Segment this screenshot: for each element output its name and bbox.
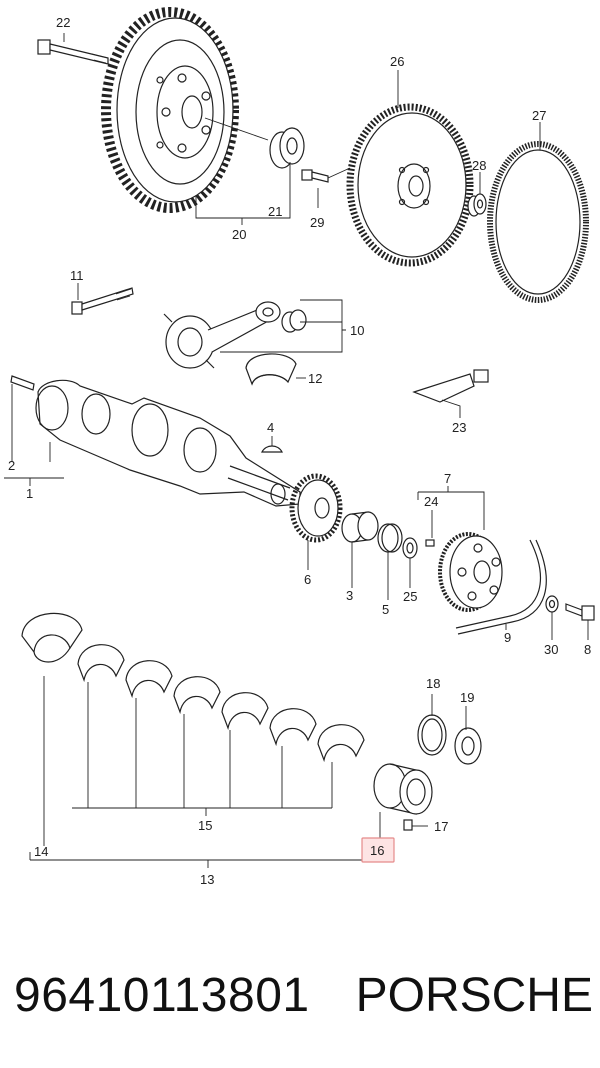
bearing-21-part [204, 117, 305, 169]
callout-15[interactable]: 15 [198, 818, 212, 833]
callout-12[interactable]: 12 [308, 371, 322, 386]
ring-5-part [377, 523, 403, 553]
callout-8[interactable]: 8 [584, 642, 591, 657]
callout-28[interactable]: 28 [472, 158, 486, 173]
sleeve-3-part [341, 511, 379, 543]
flywheel-20-part [101, 7, 239, 213]
callout-1[interactable]: 1 [26, 486, 33, 501]
callout-19[interactable]: 19 [460, 690, 474, 705]
callout-29[interactable]: 29 [310, 215, 324, 230]
ring-gear-27-part [487, 141, 589, 303]
callout-5[interactable]: 5 [382, 602, 389, 617]
bolt-8-part [565, 603, 595, 621]
callout-labels: 22 21 20 29 26 27 28 11 10 12 23 4 2 1 7… [8, 15, 591, 887]
washer-25-part [402, 537, 418, 559]
callout-26[interactable]: 26 [390, 54, 404, 69]
key-4-part [261, 445, 283, 453]
callout-30[interactable]: 30 [544, 642, 558, 657]
pulley-7-part [438, 532, 503, 612]
callout-20[interactable]: 20 [232, 227, 246, 242]
callout-6[interactable]: 6 [304, 572, 311, 587]
callout-25[interactable]: 25 [403, 589, 417, 604]
part-number: 96410113801 [14, 968, 310, 1022]
callout-4[interactable]: 4 [267, 420, 274, 435]
bearing-28-part [467, 193, 487, 217]
connecting-rod-10-part [163, 301, 281, 369]
seal-18-part [417, 714, 447, 756]
callout-2[interactable]: 2 [8, 458, 15, 473]
washer-30-part [545, 595, 559, 613]
flywheel-26-part [346, 103, 474, 267]
callout-23[interactable]: 23 [452, 420, 466, 435]
brand-name: PORSCHE [355, 968, 593, 1022]
bolt-29-part [301, 167, 351, 183]
callout-10[interactable]: 10 [350, 323, 364, 338]
callout-17[interactable]: 17 [434, 819, 448, 834]
callout-11[interactable]: 11 [70, 268, 84, 283]
thrust-bearing-16-part [373, 763, 433, 815]
sealant-tube-23-part [412, 369, 489, 403]
crankshaft-part [35, 379, 301, 507]
callout-13[interactable]: 13 [200, 872, 214, 887]
callout-7[interactable]: 7 [444, 471, 451, 486]
bolt-22-part [37, 39, 109, 65]
main-bearing-shells-part [21, 612, 365, 763]
callout-3[interactable]: 3 [346, 588, 353, 603]
belt-9-part [455, 539, 547, 635]
callout-14[interactable]: 14 [34, 844, 48, 859]
callout-9[interactable]: 9 [504, 630, 511, 645]
bearing-shells-12-part [245, 353, 297, 386]
callout-16[interactable]: 16 [370, 843, 384, 858]
pin-2-part [10, 375, 35, 462]
bolt-11-part [71, 287, 134, 315]
caption-bar: 96410113801 PORSCHE [14, 955, 594, 1035]
callout-16-highlight [361, 837, 395, 863]
callout-24[interactable]: 24 [424, 494, 438, 509]
callout-21[interactable]: 21 [268, 204, 282, 219]
seal-19-part [454, 727, 482, 765]
leader-lines [4, 33, 589, 868]
callout-22[interactable]: 22 [56, 15, 70, 30]
callout-27[interactable]: 27 [532, 108, 546, 123]
pin-17-part [403, 819, 413, 831]
callout-18[interactable]: 18 [426, 676, 440, 691]
bushing-part [281, 309, 307, 333]
gear-6-part [289, 473, 343, 543]
key-24-part [425, 539, 435, 547]
